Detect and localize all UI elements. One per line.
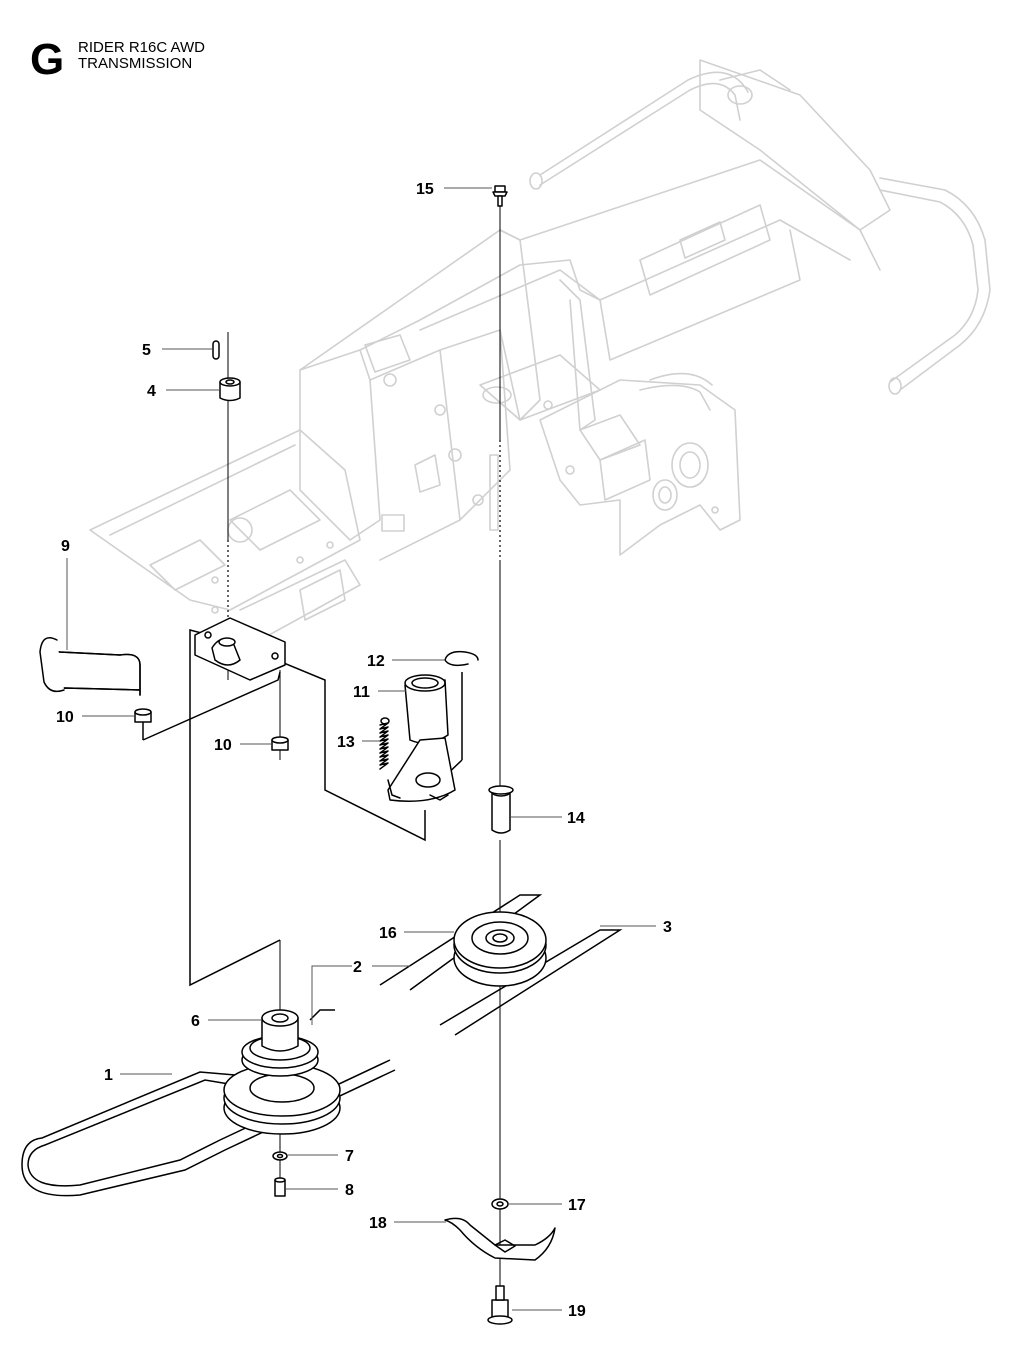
section-letter: G [30, 35, 65, 84]
callout-17: 17 [568, 1197, 586, 1214]
callout-19: 19 [568, 1303, 586, 1320]
callout-7: 7 [345, 1148, 354, 1165]
part-19-flange-bolt [487, 1285, 513, 1325]
part-14-tube [488, 785, 514, 834]
callout-3: 3 [663, 919, 672, 936]
callout-11: 11 [353, 684, 370, 701]
mount-plate [194, 617, 286, 681]
callout-18: 18 [369, 1215, 387, 1232]
part-2-belt-left [309, 1009, 335, 1021]
callout-14: 14 [567, 810, 585, 827]
part-13-spring [379, 717, 401, 799]
part-11-idler-arm [387, 674, 456, 802]
callout-10-right: 10 [214, 737, 232, 754]
callout-15: 15 [416, 181, 434, 198]
part-15-bolt [492, 185, 508, 207]
part-9-u-bolt [39, 637, 141, 696]
part-10-nut-left [134, 708, 152, 723]
part-7-washer [272, 1151, 288, 1161]
callout-2: 2 [353, 959, 362, 976]
assembly-frame-left [189, 629, 281, 987]
callout-12: 12 [367, 653, 385, 670]
assembly-frame-right [227, 639, 426, 842]
callout-8: 8 [345, 1182, 354, 1199]
part-10-nut-right [271, 736, 289, 751]
part-5-pin [212, 340, 220, 360]
part-6-hub [241, 1009, 319, 1077]
part-17-washer [491, 1198, 509, 1210]
part-drive-pulley [223, 1063, 341, 1135]
callout-13: 13 [337, 734, 355, 751]
callout-9: 9 [61, 538, 70, 555]
title-block: RIDER R16C AWD TRANSMISSION [78, 40, 378, 72]
callout-5: 5 [142, 342, 151, 359]
part-18-belt-guide [444, 1217, 556, 1261]
callout-16: 16 [379, 925, 397, 942]
part-4-spacer [219, 377, 241, 402]
part-16-idler-pulley [453, 911, 547, 987]
callout-1: 1 [104, 1067, 113, 1084]
model-title: RIDER R16C AWD [78, 39, 205, 56]
part-1-belt [21, 1059, 396, 1197]
callout-6: 6 [191, 1013, 200, 1030]
part-12-circlip [444, 650, 479, 667]
group-title: TRANSMISSION [78, 55, 193, 72]
assembly-frame-bolt [142, 671, 281, 741]
chassis-frame-ghost [89, 59, 991, 641]
callout-10-left: 10 [56, 709, 74, 726]
part-8-screw [274, 1177, 286, 1197]
callout-4: 4 [147, 383, 156, 400]
callouts: 15 5 4 9 10 10 12 11 13 14 16 3 2 6 1 7 [56, 181, 672, 1320]
